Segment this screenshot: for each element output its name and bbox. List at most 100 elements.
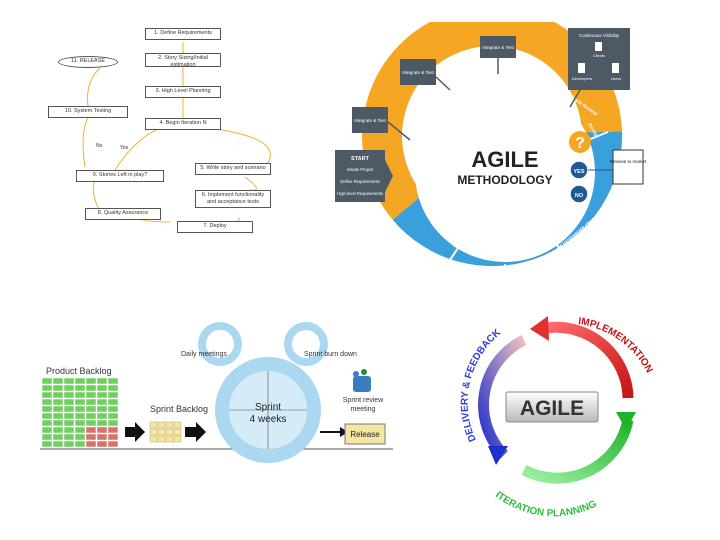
backlog-item <box>53 406 63 412</box>
arrowhead-icon <box>530 316 549 341</box>
backlog-item <box>53 385 63 391</box>
backlog-item <box>64 413 74 419</box>
backlog-item <box>64 406 74 412</box>
sprint-backlog-item <box>150 436 157 442</box>
backlog-item <box>64 441 74 447</box>
step-release: 11. RELEASE <box>58 56 118 68</box>
backlog-item <box>42 413 52 419</box>
agile-wheel-graphic: Development 1 Development 2 Development … <box>330 22 660 287</box>
users-label: Users <box>611 76 621 81</box>
backlog-item <box>86 378 96 384</box>
backlog-item <box>53 441 63 447</box>
connector <box>200 127 270 167</box>
release-box-label: Release to market <box>610 159 647 164</box>
backlog-item <box>86 385 96 391</box>
backlog-item <box>64 399 74 405</box>
developers-label: Developers <box>572 76 592 81</box>
backlog-item <box>75 441 85 447</box>
backlog-item <box>86 413 96 419</box>
backlog-item <box>75 378 85 384</box>
callout-pointer <box>436 77 450 90</box>
arrow-icon <box>185 422 206 442</box>
backlog-item <box>53 399 63 405</box>
backlog-item <box>64 434 74 440</box>
scrum-sprint-diagram: Product Backlog Sprint Backlog Sprint 4 … <box>38 322 398 477</box>
no-label: No <box>96 143 103 149</box>
step-story-sizing: 2. Story Sizing/Initial estimation <box>145 53 221 67</box>
backlog-item <box>75 392 85 398</box>
sprint-backlog-item <box>150 429 157 435</box>
cycle-graphic: AGILE IMPLEMENTATION ITERATION PLANNING … <box>450 300 670 520</box>
iteration-planning-arc <box>524 420 628 478</box>
backlog-item <box>53 378 63 384</box>
start-label: START <box>351 156 370 162</box>
backlog-item <box>75 427 85 433</box>
sprint-backlog-item <box>174 436 181 442</box>
step-system-testing: 10. System Testing <box>48 106 128 118</box>
backlog-item <box>75 420 85 426</box>
people-icon <box>353 369 371 392</box>
integrate-label-3: Integrate & Test <box>482 45 514 50</box>
backlog-item <box>75 385 85 391</box>
agile-center-label: AGILE <box>520 397 584 420</box>
start-line-1: Initiate Project <box>347 167 374 172</box>
backlog-item <box>75 399 85 405</box>
daily-meetings-label: Daily meetings <box>181 351 227 358</box>
sprint-center-line-2: 4 weeks <box>250 414 287 425</box>
backlog-item <box>86 427 96 433</box>
backlog-item <box>97 406 107 412</box>
step-high-level-planning: 3. High Level Planning <box>145 86 221 98</box>
backlog-item <box>64 392 74 398</box>
backlog-item <box>108 434 118 440</box>
backlog-item <box>75 406 85 412</box>
backlog-item <box>53 413 63 419</box>
sprint-backlog-item <box>166 422 173 428</box>
backlog-item <box>86 392 96 398</box>
backlog-item <box>86 420 96 426</box>
decision-mark: ? <box>575 135 585 152</box>
backlog-item <box>42 385 52 391</box>
backlog-item <box>108 378 118 384</box>
connector <box>245 177 256 190</box>
backlog-item <box>108 399 118 405</box>
backlog-item <box>97 420 107 426</box>
release-label: Release <box>350 430 380 439</box>
start-line-2: Define Requirements <box>340 179 379 184</box>
backlog-item <box>86 441 96 447</box>
backlog-item <box>53 392 63 398</box>
backlog-item <box>97 441 107 447</box>
backlog-item <box>108 441 118 447</box>
step-begin-iteration: 4. Begin Iteration N <box>145 118 221 130</box>
connector <box>88 68 101 106</box>
backlog-item <box>97 392 107 398</box>
backlog-item <box>86 399 96 405</box>
sprint-backlog-item <box>150 422 157 428</box>
backlog-item <box>42 420 52 426</box>
backlog-item <box>97 427 107 433</box>
backlog-item <box>97 413 107 419</box>
sprint-backlog-item <box>174 422 181 428</box>
iteration-planning-label: ITERATION PLANNING <box>493 490 598 520</box>
person-icon <box>595 42 602 51</box>
sprint-backlog-item <box>158 429 165 435</box>
arrowhead-icon <box>488 446 508 465</box>
backlog-item <box>64 378 74 384</box>
agile-methodology-wheel: Development 1 Development 2 Development … <box>330 22 660 287</box>
step-stories-left: 9. Stories Left in play? <box>76 170 164 182</box>
arrow-icon <box>125 422 145 442</box>
backlog-item <box>97 434 107 440</box>
step-deploy: 7. Deploy <box>177 221 253 233</box>
yes-label: Yes <box>120 145 129 151</box>
backlog-item <box>64 385 74 391</box>
integrate-label-1: Integrate & Test <box>354 118 386 123</box>
sprint-backlog-item <box>158 436 165 442</box>
continuous-visibility-label: Continuous Visibility <box>579 33 620 38</box>
product-backlog-label: Product Backlog <box>46 366 112 376</box>
backlog-item <box>42 434 52 440</box>
backlog-item <box>108 420 118 426</box>
agile-cycle-diagram: AGILE IMPLEMENTATION ITERATION PLANNING … <box>450 300 670 520</box>
release-box <box>613 150 643 184</box>
backlog-item <box>42 427 52 433</box>
backlog-item <box>53 434 63 440</box>
product-backlog-grid <box>42 378 118 447</box>
